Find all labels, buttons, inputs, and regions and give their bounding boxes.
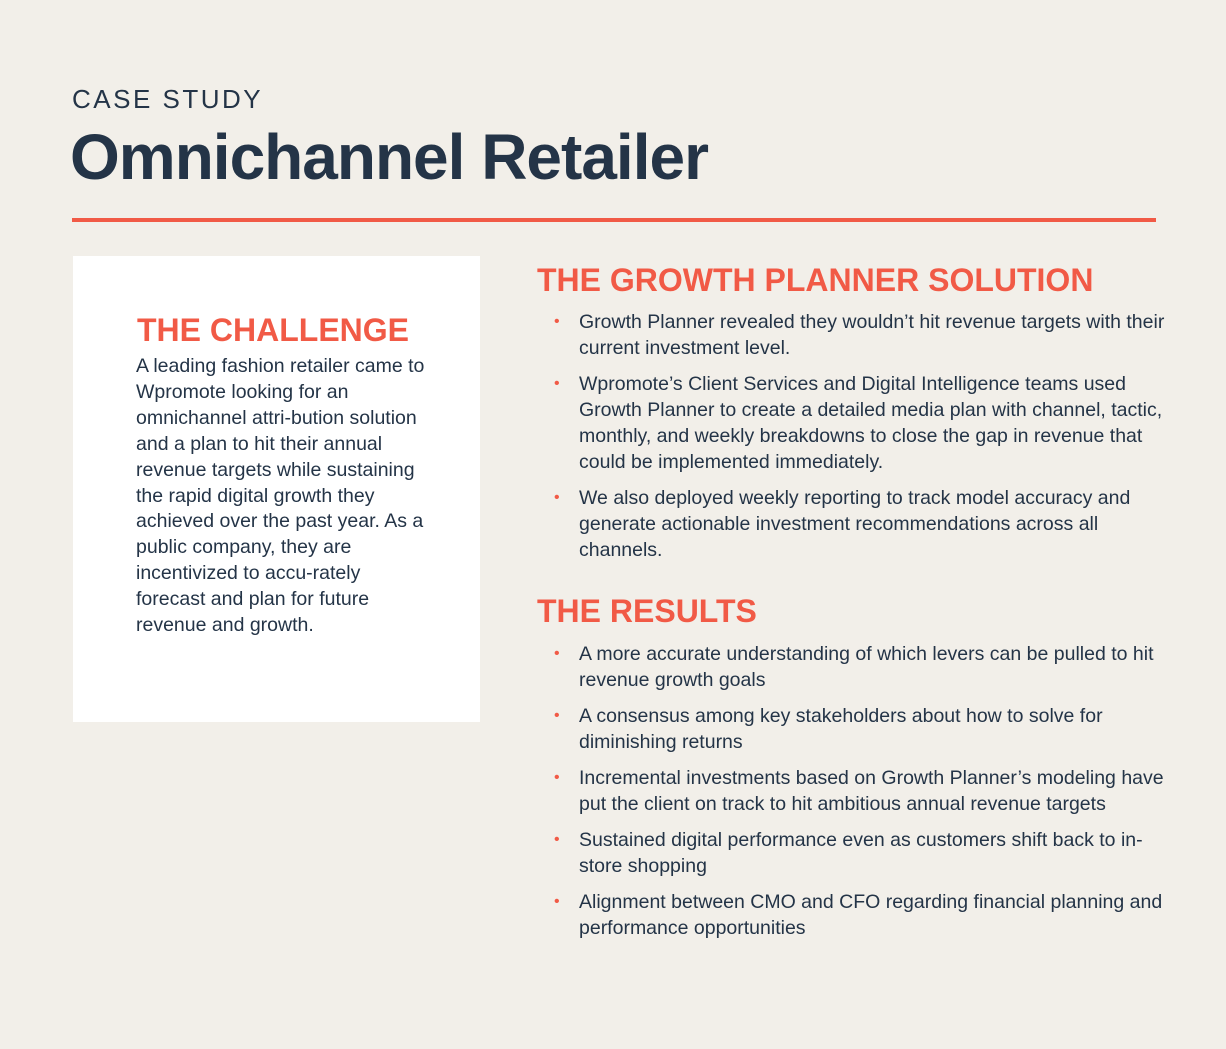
bullet-dot-icon: • [554, 831, 560, 848]
list-item-text: A consensus among key stakeholders about… [579, 705, 1103, 753]
list-item: • Sustained digital performance even as … [537, 827, 1167, 879]
bullet-dot-icon: • [554, 375, 560, 392]
results-list: • A more accurate understanding of which… [537, 641, 1167, 941]
list-item-text: A more accurate understanding of which l… [579, 643, 1154, 691]
bullet-dot-icon: • [554, 489, 560, 506]
bullet-dot-icon: • [554, 893, 560, 910]
list-item: • Incremental investments based on Growt… [537, 765, 1167, 817]
solution-section: THE GROWTH PLANNER SOLUTION • Growth Pla… [537, 262, 1167, 573]
list-item: • A consensus among key stakeholders abo… [537, 703, 1167, 755]
solution-heading: THE GROWTH PLANNER SOLUTION [537, 262, 1094, 298]
challenge-heading: THE CHALLENGE [137, 312, 409, 348]
challenge-card: THE CHALLENGE A leading fashion retailer… [73, 256, 480, 722]
bullet-dot-icon: • [554, 707, 560, 724]
list-item: • A more accurate understanding of which… [537, 641, 1167, 693]
results-heading: THE RESULTS [537, 593, 757, 629]
solution-list: • Growth Planner revealed they wouldn’t … [537, 309, 1167, 563]
list-item: • Alignment between CMO and CFO regardin… [537, 889, 1167, 941]
list-item-text: Incremental investments based on Growth … [579, 767, 1164, 815]
list-item: • Growth Planner revealed they wouldn’t … [537, 309, 1167, 361]
results-section: THE RESULTS • A more accurate understand… [537, 593, 1167, 951]
challenge-body: A leading fashion retailer came to Wprom… [136, 355, 425, 637]
page-title: Omnichannel Retailer [70, 121, 709, 193]
list-item-text: Growth Planner revealed they wouldn’t hi… [579, 311, 1165, 359]
list-item-text: Sustained digital performance even as cu… [579, 829, 1143, 877]
list-item: • Wpromote’s Client Services and Digital… [537, 371, 1167, 475]
list-item-text: Alignment between CMO and CFO regarding … [579, 891, 1163, 939]
list-item-text: Wpromote’s Client Services and Digital I… [579, 373, 1163, 473]
eyebrow-label: CASE STUDY [72, 84, 264, 114]
list-item: • We also deployed weekly reporting to t… [537, 485, 1167, 563]
bullet-dot-icon: • [554, 313, 560, 330]
list-item-text: We also deployed weekly reporting to tra… [579, 487, 1131, 561]
header-divider [72, 218, 1156, 222]
bullet-dot-icon: • [554, 769, 560, 786]
bullet-dot-icon: • [554, 645, 560, 662]
